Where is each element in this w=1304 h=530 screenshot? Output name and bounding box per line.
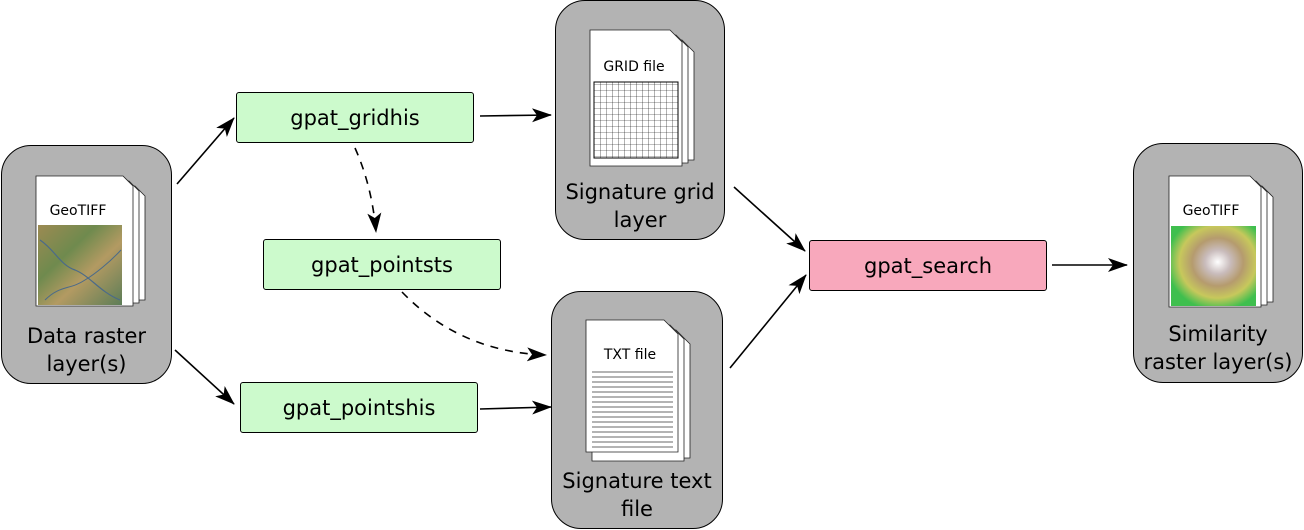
txt-file-document-icon [585, 319, 691, 462]
data-raster-caption-line1: Data raster [26, 324, 147, 348]
signature-grid-caption-line1: Signature grid [565, 180, 715, 204]
similarity-raster-caption-line1: Similarity [1168, 322, 1268, 346]
signature-text-caption-line2: file [621, 497, 653, 521]
arrow-gridhis-to-grid [479, 108, 552, 123]
gpat-search-box: gpat_search [809, 240, 1047, 291]
gpat-gridhis-box: gpat_gridhis [236, 92, 474, 143]
arrow-grid-to-search [733, 186, 806, 252]
similarity-file-label: GeoTIFF [1182, 203, 1240, 219]
grid-file-label: GRID file [603, 59, 665, 75]
arrow-raster-to-gridhis [176, 117, 235, 185]
signature-grid-caption-line2: layer [613, 208, 667, 232]
arrow-gridhis-to-pointsts [354, 147, 382, 233]
grid-file-document-icon [589, 29, 695, 167]
arrow-pointsts-to-text [401, 291, 547, 362]
arrow-text-to-search [729, 274, 807, 369]
gpat-pointsts-box: gpat_pointsts [263, 239, 501, 290]
data-raster-file-label: GeoTIFF [49, 203, 107, 219]
geotiff-document-icon [35, 175, 146, 307]
similarity-raster-caption: Similarity raster layer(s) [1133, 320, 1303, 376]
arrow-raster-to-pointshis [174, 349, 235, 405]
gpat-pointshis-box: gpat_pointshis [240, 382, 478, 433]
arrow-pointshis-to-text [479, 400, 552, 415]
txt-file-label: TXT file [603, 347, 657, 363]
signature-text-caption-line1: Signature text [562, 469, 712, 493]
similarity-geotiff-document-icon [1168, 175, 1274, 308]
similarity-raster-caption-line2: raster layer(s) [1143, 350, 1293, 374]
data-raster-caption: Data raster layer(s) [1, 322, 172, 378]
arrows [174, 108, 1128, 415]
signature-grid-caption: Signature grid layer [555, 178, 725, 234]
data-raster-caption-line2: layer(s) [46, 352, 127, 376]
signature-text-caption: Signature text file [551, 467, 723, 523]
